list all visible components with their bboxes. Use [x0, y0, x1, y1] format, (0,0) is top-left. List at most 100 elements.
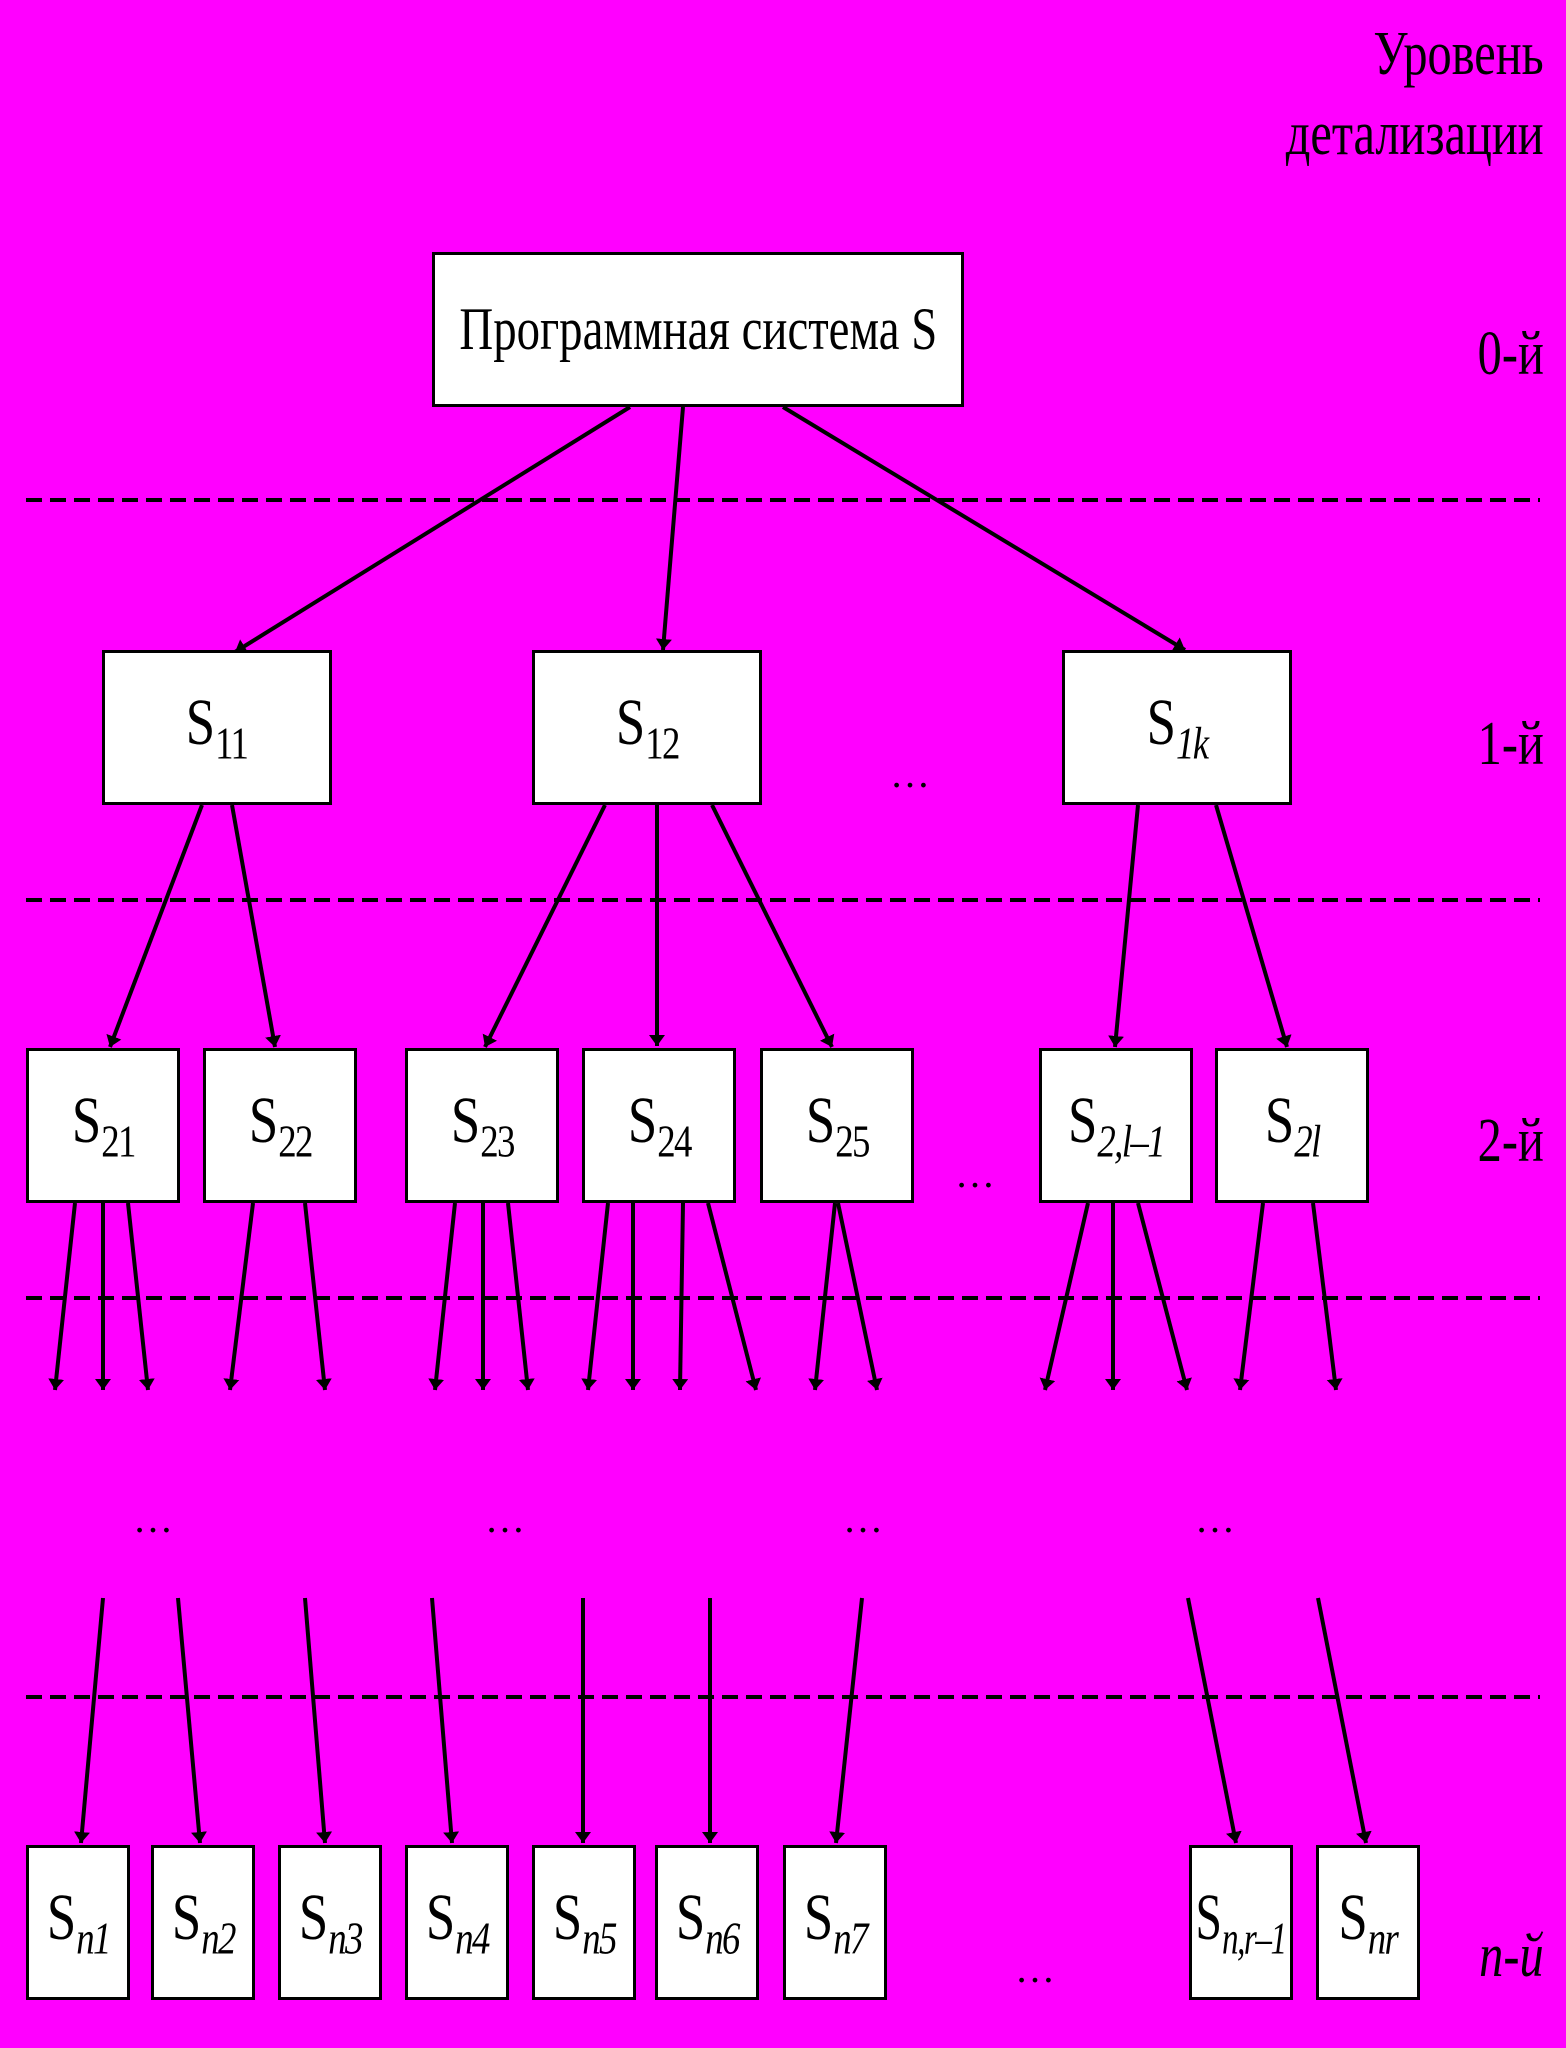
connector-arrow — [1108, 804, 1140, 1048]
connector-arrow — [1214, 804, 1292, 1048]
node-sub: 24 — [656, 1115, 692, 1167]
node-sn3: Sn3 — [278, 1845, 382, 2000]
node-sub: 2l — [1293, 1115, 1321, 1167]
connector-arrow — [706, 1202, 762, 1391]
node-sn7: Sn7 — [783, 1845, 887, 2000]
level-label-1: 1-й — [1477, 710, 1544, 778]
node-base: S — [298, 1881, 328, 1955]
connector-arrow — [223, 1202, 255, 1391]
node-sub: 22 — [277, 1115, 313, 1167]
node-base: S — [627, 1084, 657, 1158]
connector-arrow — [74, 1597, 105, 1844]
node-sn2: Sn2 — [151, 1845, 255, 2000]
node-sub: 23 — [479, 1115, 515, 1167]
node-base: S — [71, 1084, 101, 1158]
node-base: S — [675, 1881, 705, 1955]
ellipsis: … — [1015, 1946, 1057, 1991]
node-sub: n3 — [327, 1912, 363, 1964]
ellipsis: … — [133, 1496, 175, 1541]
connector-arrow — [581, 1202, 610, 1391]
connector-arrow — [808, 1202, 837, 1391]
node-sub: n5 — [581, 1912, 617, 1964]
node-sn4: Sn4 — [405, 1845, 509, 2000]
node-sub: 12 — [644, 717, 680, 769]
connector-arrow — [48, 1202, 77, 1391]
node-sn5: Sn5 — [532, 1845, 636, 2000]
connector-arrow — [303, 1202, 332, 1391]
level-label-0: 0-й — [1477, 320, 1544, 388]
ellipsis: … — [890, 751, 932, 796]
node-base: S — [171, 1881, 201, 1955]
level-label-n: n-й — [1479, 1922, 1544, 1990]
connector-arrow — [655, 406, 685, 651]
node-sub: n1 — [75, 1912, 111, 1964]
node-s23: S23 — [405, 1048, 559, 1203]
connector-arrow — [1136, 1202, 1192, 1391]
connector-arrow — [1039, 1202, 1090, 1391]
node-sn1: Sn1 — [26, 1845, 130, 2000]
level-label-2: 2-й — [1477, 1107, 1544, 1175]
connector-arrow — [710, 804, 835, 1048]
connector-arrow — [836, 1202, 883, 1391]
connector-arrow — [233, 405, 632, 654]
connector-arrow — [829, 1597, 864, 1844]
level-axis-title: Уровень детализации — [1286, 14, 1544, 174]
node-sn6: Sn6 — [655, 1845, 759, 2000]
connector-arrow — [1311, 1202, 1343, 1391]
connector-arrow — [1233, 1202, 1265, 1391]
node-root: Программная система S — [432, 252, 964, 407]
connector-arrow — [430, 1597, 460, 1844]
connector-arrow — [428, 1202, 457, 1391]
connector-arrow — [230, 804, 281, 1048]
level-title-line1: Уровень — [1373, 20, 1544, 88]
node-base: S — [552, 1881, 582, 1955]
node-sub: nr — [1367, 1912, 1399, 1964]
node-sub: n7 — [832, 1912, 868, 1964]
ellipsis: … — [843, 1496, 885, 1541]
node-s11: S11 — [102, 650, 332, 805]
node-base: S — [1195, 1881, 1223, 1955]
connector-arrow — [1186, 1597, 1242, 1844]
node-sub: 11 — [215, 717, 250, 769]
node-base: S — [46, 1881, 76, 1955]
node-s24: S24 — [582, 1048, 736, 1203]
node-s2l: S2l — [1215, 1048, 1369, 1203]
ellipsis: … — [485, 1496, 527, 1541]
node-base: S — [1146, 686, 1176, 760]
connector-arrow — [126, 1202, 155, 1391]
node-s12: S12 — [532, 650, 762, 805]
node-base: S — [186, 686, 216, 760]
node-sub: n6 — [704, 1912, 740, 1964]
node-sub: 2,l–1 — [1097, 1115, 1165, 1167]
connector-arrow — [506, 1202, 535, 1391]
level-title-line2: детализации — [1286, 100, 1544, 168]
ellipsis: … — [955, 1151, 997, 1196]
connector-arrow — [1316, 1597, 1372, 1844]
node-sub: 25 — [834, 1115, 870, 1167]
node-snr: Snr — [1316, 1845, 1420, 2000]
node-sub: 1k — [1175, 717, 1209, 769]
node-s22: S22 — [203, 1048, 357, 1203]
node-base: S — [1264, 1084, 1294, 1158]
node-s2-l-minus-1: S2,l–1 — [1039, 1048, 1193, 1203]
node-sub: n,r–1 — [1222, 1912, 1287, 1964]
connector-arrow — [176, 1597, 207, 1844]
node-s21: S21 — [26, 1048, 180, 1203]
node-base: S — [615, 686, 645, 760]
node-base: S — [803, 1881, 833, 1955]
node-root-label: Программная система S — [459, 296, 937, 362]
connector-arrow — [672, 1202, 689, 1391]
node-sub: n2 — [200, 1912, 236, 1964]
node-sn-r-minus-1: Sn,r–1 — [1189, 1845, 1293, 2000]
node-base: S — [248, 1084, 278, 1158]
node-base: S — [805, 1084, 835, 1158]
connector-arrow — [781, 405, 1187, 652]
node-base: S — [1068, 1084, 1098, 1158]
connector-arrow — [303, 1597, 333, 1844]
node-base: S — [1338, 1881, 1368, 1955]
connector-arrow — [106, 804, 204, 1048]
node-base: S — [450, 1084, 480, 1158]
node-sub: 21 — [100, 1115, 136, 1167]
node-base: S — [425, 1881, 455, 1955]
